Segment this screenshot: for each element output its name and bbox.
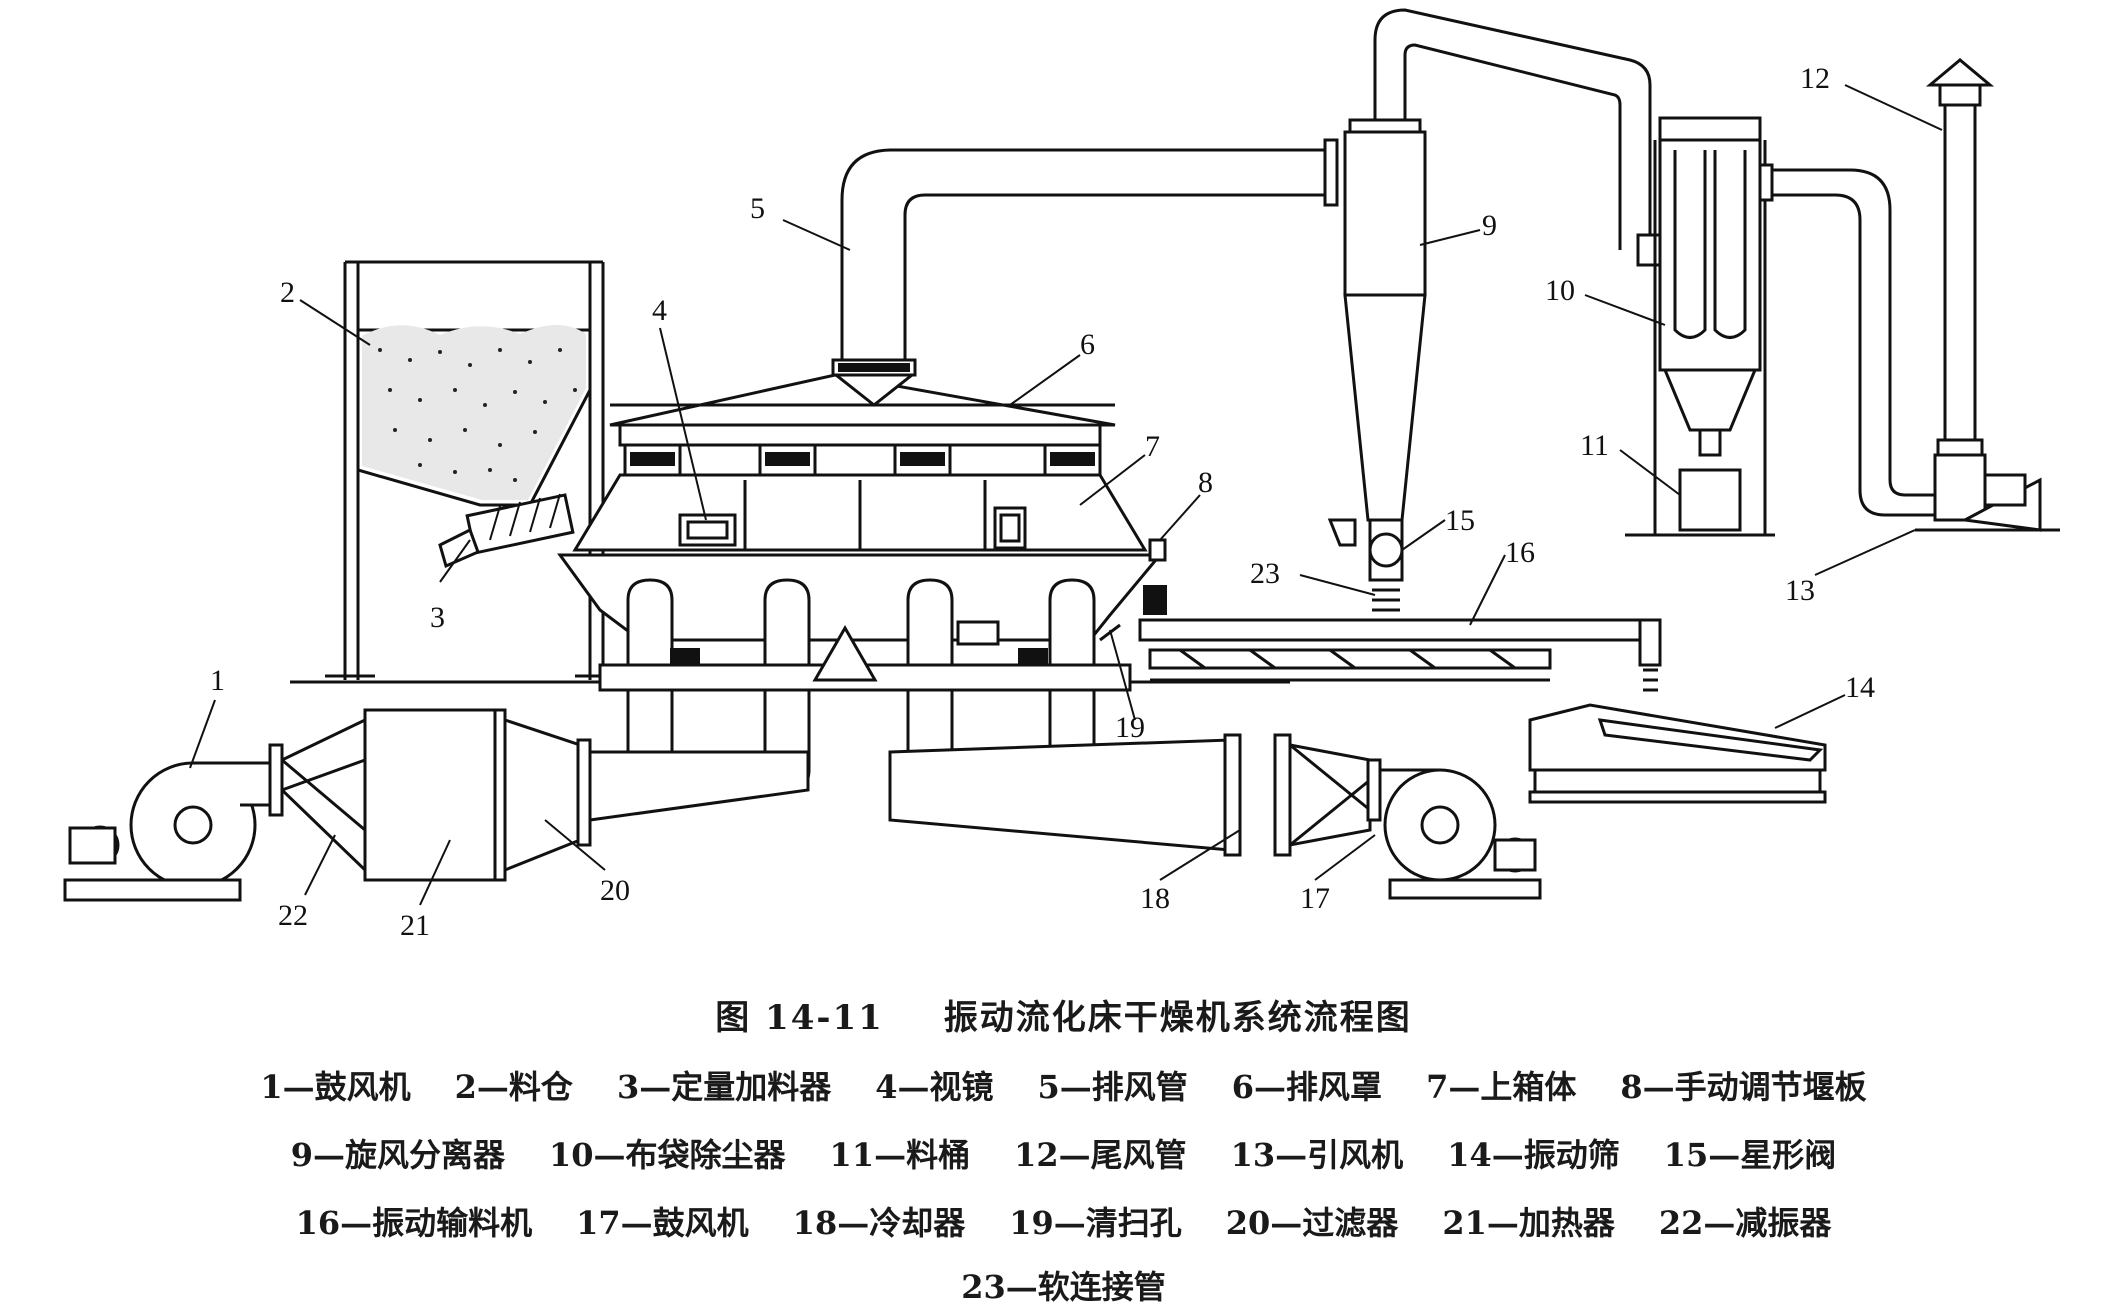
legend-item: 6—排风罩 xyxy=(1231,1068,1383,1106)
legend-item: 19—清扫孔 xyxy=(1009,1204,1182,1242)
label-18: 18 xyxy=(1140,882,1170,915)
legend-item: 10—布袋除尘器 xyxy=(549,1136,786,1174)
legend-item: 15—星形阀 xyxy=(1663,1136,1837,1174)
legend-item: 11—料桶 xyxy=(829,1136,971,1174)
label-4: 4 xyxy=(652,294,667,327)
blower-heater-line xyxy=(63,708,810,902)
legend-row-2: 9—旋风分离器 10—布袋除尘器 11—料桶 12—尾风管 13—引风机 14—… xyxy=(0,1130,2127,1176)
legend-item: 2—料仓 xyxy=(454,1068,573,1106)
legend-item: 3—定量加料器 xyxy=(616,1068,832,1106)
label-23: 23 xyxy=(1250,557,1280,590)
legend-item: 23—软连接管 xyxy=(961,1268,1166,1306)
label-14: 14 xyxy=(1845,671,1875,704)
label-16: 16 xyxy=(1505,536,1535,569)
label-13: 13 xyxy=(1785,574,1815,607)
cooler-blower-line xyxy=(888,733,1542,900)
legend-item: 1—鼓风机 xyxy=(260,1068,411,1106)
legend-item: 5—排风管 xyxy=(1037,1068,1188,1106)
vibrating-screen xyxy=(1528,703,1827,804)
material-hopper xyxy=(343,260,605,680)
legend-item: 17—鼓风机 xyxy=(576,1204,749,1242)
legend-item: 20—过滤器 xyxy=(1225,1204,1399,1242)
legend-item: 14—振动筛 xyxy=(1447,1136,1620,1174)
legend-item: 8—手动调节堰板 xyxy=(1620,1068,1867,1106)
legend-item: 13—引风机 xyxy=(1230,1136,1404,1174)
label-2: 2 xyxy=(280,276,295,309)
process-flow-diagram: 1 2 3 4 5 6 7 8 9 10 11 12 13 14 15 16 1… xyxy=(63,8,2060,942)
label-12: 12 xyxy=(1800,62,1830,95)
bag-dust-collector xyxy=(1625,116,1775,537)
part-number-labels: 1 2 3 4 5 6 7 8 9 10 11 12 13 14 15 16 1… xyxy=(210,62,1875,942)
tail-pipe-and-fan xyxy=(1758,58,2060,532)
label-20: 20 xyxy=(600,874,630,907)
label-7: 7 xyxy=(1145,430,1160,463)
legend-item: 18—冷却器 xyxy=(792,1204,966,1242)
legend-item: 22—减振器 xyxy=(1658,1204,1832,1242)
label-8: 8 xyxy=(1198,466,1213,499)
label-5: 5 xyxy=(750,192,765,225)
label-21: 21 xyxy=(400,909,430,942)
label-19: 19 xyxy=(1115,711,1145,744)
leader-lines xyxy=(189,84,1943,906)
legend-item: 21—加热器 xyxy=(1442,1204,1615,1242)
label-10: 10 xyxy=(1545,274,1575,307)
exhaust-pipe xyxy=(831,138,1339,407)
legend-item: 7—上箱体 xyxy=(1426,1068,1577,1106)
label-9: 9 xyxy=(1482,209,1497,242)
legend-row-3: 16—振动输料机 17—鼓风机 18—冷却器 19—清扫孔 20—过滤器 21—… xyxy=(0,1198,2127,1244)
fluidized-bed-dryer xyxy=(557,373,1167,792)
quantitative-feeder xyxy=(438,493,575,569)
legend-item: 4—视镜 xyxy=(875,1068,994,1106)
legend-item: 12—尾风管 xyxy=(1014,1136,1187,1174)
label-15: 15 xyxy=(1445,504,1475,537)
legend-row-4: 23—软连接管 xyxy=(0,1262,2127,1308)
label-3: 3 xyxy=(430,601,445,634)
figure-number: 图 14-11 xyxy=(715,998,884,1038)
cyclone-separator xyxy=(1327,118,1427,612)
figure-title: 振动流化床干燥机系统流程图 xyxy=(943,998,1412,1038)
label-1: 1 xyxy=(210,664,225,697)
legend-item: 9—旋风分离器 xyxy=(290,1136,505,1174)
legend-row-1: 1—鼓风机 2—料仓 3—定量加料器 4—视镜 5—排风管 6—排风罩 7—上箱… xyxy=(0,1062,2127,1108)
label-22: 22 xyxy=(278,899,308,932)
figure-caption: 图 14-11 振动流化床干燥机系统流程图 xyxy=(0,990,2127,1039)
label-11: 11 xyxy=(1580,429,1609,462)
label-6: 6 xyxy=(1080,328,1095,361)
label-17: 17 xyxy=(1300,882,1330,915)
vibrating-conveyor xyxy=(1138,585,1662,692)
legend-item: 16—振动输料机 xyxy=(295,1204,533,1242)
